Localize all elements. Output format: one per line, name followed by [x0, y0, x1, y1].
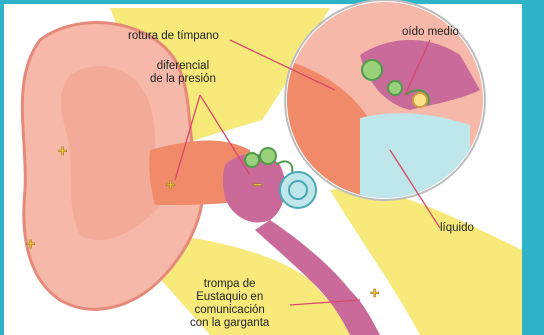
label-eardrum-rupture: rotura de tímpano [128, 30, 219, 43]
label-pressure-difference-line2: de la presión [150, 73, 216, 86]
plus-sign-ear-upper: + [58, 143, 67, 160]
label-eustachian-tube-line3: comunicación [190, 304, 269, 317]
label-pressure-difference: diferencial de la presión [150, 60, 216, 86]
label-eustachian-tube-line1: trompa de [190, 278, 269, 291]
label-eustachian-tube: trompa de Eustaquio en comunicación con … [190, 278, 269, 330]
plus-sign-ear-canal: + [166, 177, 175, 194]
plus-sign-outer-left: + [26, 236, 35, 253]
label-middle-ear: oído medio [402, 26, 459, 39]
label-liquid: líquido [440, 222, 474, 235]
plus-sign-throat: + [370, 285, 379, 302]
minus-sign-middle-ear: − [253, 177, 262, 194]
label-pressure-difference-line1: diferencial [150, 60, 216, 73]
label-eustachian-tube-line2: Eustaquio en [190, 291, 269, 304]
label-eustachian-tube-line4: con la garganta [190, 317, 269, 330]
cochlea [280, 172, 316, 208]
